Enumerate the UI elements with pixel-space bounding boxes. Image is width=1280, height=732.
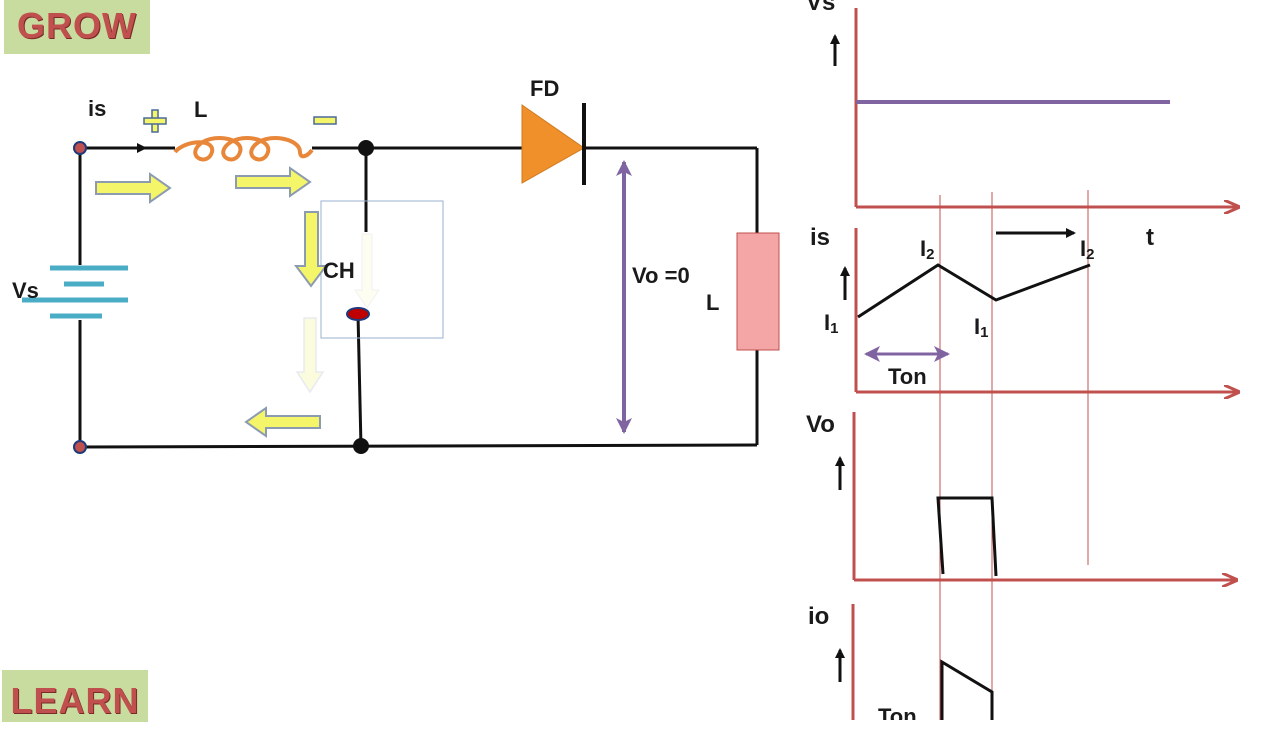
current-arrow-return (244, 406, 321, 438)
io-waveform (940, 659, 994, 720)
junction-top (358, 140, 374, 156)
diode-label: FD (530, 76, 559, 101)
bottom-wire (79, 443, 758, 449)
io-wave-label: io (808, 603, 829, 630)
current-arrow-chopper-faded (354, 233, 380, 309)
load-label: L (706, 290, 719, 315)
grow-badge: GROW (4, 0, 150, 54)
learn-badge: LEARN (2, 670, 148, 722)
is-ton-label: Ton (888, 364, 927, 389)
plus-sign (143, 109, 167, 133)
minus-sign (313, 116, 337, 125)
chopper-wire-bottom (356, 313, 363, 448)
io-ton-label: Ton (878, 704, 917, 720)
is-wave-label: is (810, 224, 830, 251)
chopper-terminal (346, 307, 370, 321)
vo-waveform (936, 496, 998, 577)
freewheeling-diode (521, 104, 585, 184)
source-label: Vs (12, 278, 39, 303)
circuit: is L FD Vs CH Vo =0 L (12, 76, 780, 454)
vo-label: Vo =0 (632, 263, 690, 288)
i1-left-label: I1 (824, 310, 838, 337)
battery (22, 265, 128, 319)
current-arrow-down (294, 211, 328, 288)
vo-wave-label: Vo (806, 411, 835, 438)
chopper-label: CH (323, 258, 355, 283)
inductor-label: L (194, 97, 207, 122)
is-waveform (857, 263, 1091, 319)
load-resistor (736, 232, 780, 351)
junction-bottom (353, 438, 369, 454)
source-terminal-bottom (73, 440, 87, 454)
i1-right-label: I1 (974, 314, 988, 341)
current-arrow-down-faded (295, 317, 325, 394)
is-label: is (88, 96, 106, 121)
source-terminal-top (73, 141, 87, 155)
current-arrow-1 (95, 172, 172, 204)
i2-right-label: I2 (1080, 236, 1094, 263)
i2-left-label: I2 (920, 236, 934, 263)
waveforms: Vs is t I2 I2 I1 I1 Ton Vo io Ton (806, 0, 1238, 720)
current-arrow-2 (235, 166, 312, 198)
time-label: t (1146, 224, 1154, 251)
inductor-coil (173, 136, 314, 162)
vs-wave-label: Vs (806, 0, 835, 16)
